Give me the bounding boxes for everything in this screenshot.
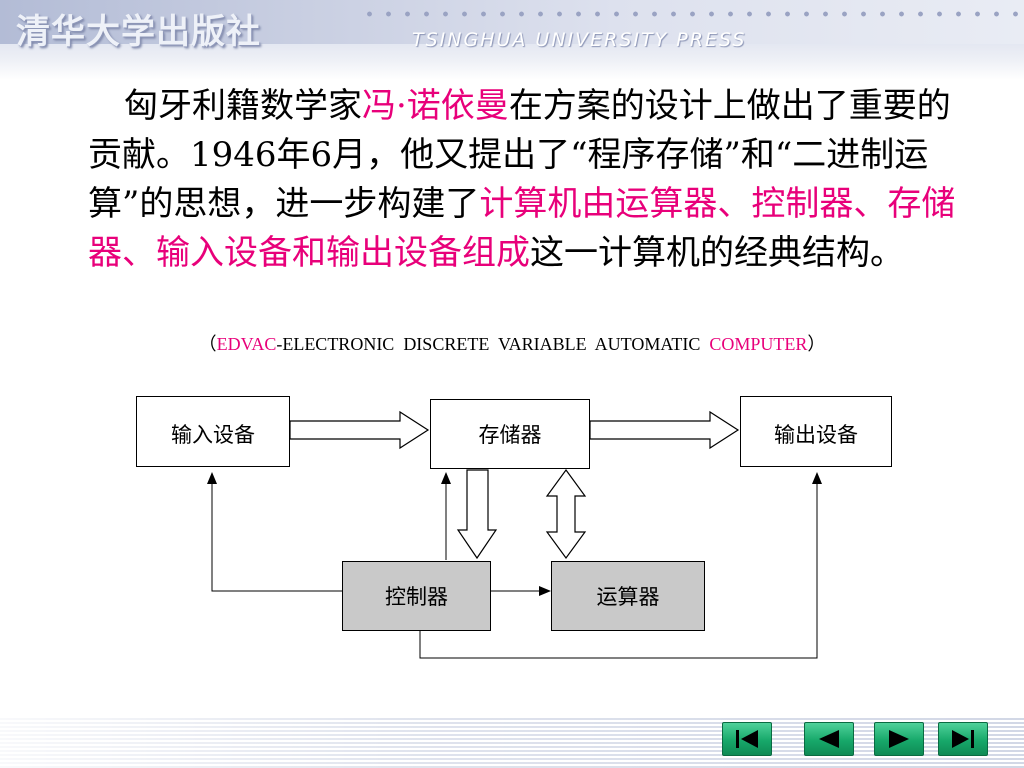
publisher-logo: 清华大学出版社 (16, 12, 261, 52)
press-name: TSINGHUA UNIVERSITY PRESS (412, 29, 747, 51)
header-banner: 清华大学出版社 TSINGHUA UNIVERSITY PRESS (0, 0, 1024, 80)
output-device-box: 输出设备 (740, 396, 892, 467)
controller-label: 控制器 (385, 585, 448, 609)
previous-slide-button[interactable] (804, 722, 854, 756)
caption-computer: COMPUTER (709, 334, 808, 354)
arrow-input-to-memory (289, 410, 430, 450)
para-text-3: 这一计算机的经典结构。 (530, 233, 904, 273)
output-device-label: 输出设备 (774, 423, 858, 447)
memory-label: 存储器 (478, 423, 542, 447)
edvac-caption: （EDVAC-ELECTRONIC DISCRETE VARIABLE AUTO… (0, 330, 1024, 356)
von-neumann-name: 冯·诺依曼 (362, 86, 509, 126)
skip-to-first-icon (736, 730, 758, 748)
footer-fade (0, 716, 1024, 768)
input-device-label: 输入设备 (171, 423, 255, 447)
caption-middle: -ELECTRONIC DISCRETE VARIABLE AUTOMATIC (276, 334, 710, 354)
alu-label: 运算器 (596, 585, 660, 609)
input-device-box: 输入设备 (136, 396, 290, 467)
decorative-dots (360, 10, 1020, 18)
control-line-to-input (207, 472, 342, 592)
skip-to-last-icon (952, 730, 974, 748)
main-paragraph: 匈牙利籍数学家冯·诺依曼在方案的设计上做出了重要的贡献。1946年6月，他又提出… (88, 82, 958, 278)
controller-box: 控制器 (342, 561, 491, 631)
caption-edvac: EDVAC (216, 334, 277, 354)
para-text-2: 在方案的设计上做出了重要的贡献。1946年6月，他又提出了“程序存储”和“二进制… (88, 86, 951, 224)
last-slide-button[interactable] (938, 722, 988, 756)
arrow-memory-to-controller (456, 469, 498, 560)
arrow-memory-alu-bidirectional (545, 468, 587, 560)
next-slide-button[interactable] (874, 722, 924, 756)
first-slide-button[interactable] (722, 722, 772, 756)
previous-triangle-icon (819, 730, 839, 748)
caption-close-paren: ） (807, 334, 826, 354)
para-text-1: 匈牙利籍数学家 (124, 86, 362, 126)
header-band (0, 0, 1024, 44)
caption-open-paren: （ (198, 334, 217, 354)
memory-box: 存储器 (430, 399, 590, 469)
control-line-to-output (419, 472, 822, 659)
arrow-memory-to-output (589, 410, 740, 450)
computer-structure-highlight: 计算机由运算器、控制器、存储器、输入设备和输出设备组成 (88, 184, 956, 273)
next-triangle-icon (889, 730, 909, 748)
alu-box: 运算器 (551, 561, 705, 631)
